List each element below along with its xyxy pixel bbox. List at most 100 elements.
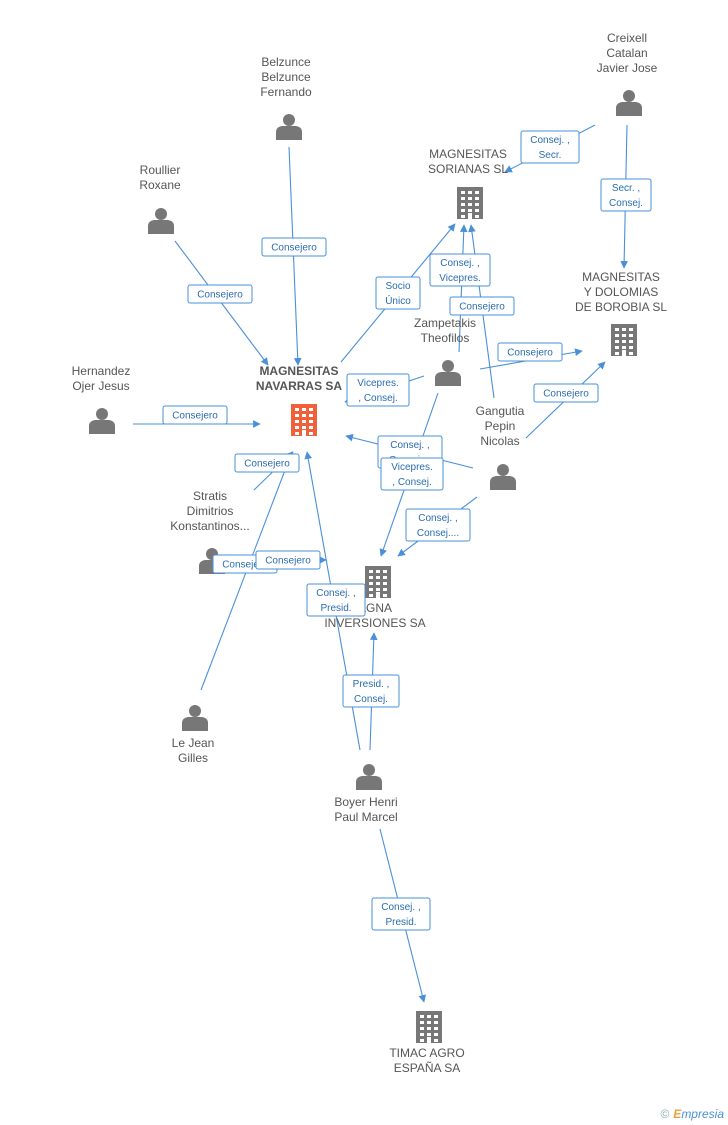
edge-label-text: Consej. , [390,440,429,451]
edge-label-box [405,508,471,542]
edge-label-text: Consej. , [418,513,457,524]
edge-label-box [255,550,321,570]
building-icon [611,324,637,356]
node-label: Fernando [260,85,312,99]
node-label: Pepin [485,419,516,433]
edge-label-box [429,253,491,287]
edge-label-boyer-timac[interactable]: Consej. ,Presid. [371,897,431,931]
edge-label-text: Consej.... [417,528,459,539]
node-label: Creixell [607,31,647,45]
edge-label-text: Vicepres. [357,378,399,389]
edge-label-text: Secr. [539,150,562,161]
edge-label-box [187,284,253,304]
node-label: Zampetakis [414,316,476,330]
edge-label-hernandez-navarras[interactable]: Consejero [162,405,228,425]
edge-label-boyer-navarras[interactable]: Consej. , Presid. [306,583,366,617]
node-label: SORIANAS SL [428,162,508,176]
edge-label-stratis-navarras[interactable]: Consejero [234,453,300,473]
edge-label-boyer-magna[interactable]: Presid. ,Consej. [342,674,400,708]
node-label: Gilles [178,751,208,765]
edge-labels-layer: ConsejeroConsejeroConsejeroConsejeroCons… [162,130,652,931]
node-label: Le Jean [172,736,215,750]
edge-label-box [371,897,431,931]
person-icon [435,360,461,386]
edge-label-box [162,405,228,425]
edge-label-text: , Consej. [358,393,397,404]
edge-label-box [497,342,563,362]
node-label: Dimitrios [187,504,234,518]
empresia-watermark[interactable]: ©Empresia [660,1107,724,1121]
edge-label-gangutia-borobia[interactable]: Consejero [533,383,599,403]
edge-label-zampetakis-navarras[interactable]: Vicepres. , Consej. [346,373,410,407]
node-label: Javier Jose [597,61,658,75]
edge-label-belzunce-navarras[interactable]: Consejero [261,237,327,257]
person-icon [356,764,382,790]
brand-name: mpresia [681,1107,724,1121]
edge-zampetakis-sorianas [458,224,468,353]
edge-label-zampetakis-magna[interactable]: Vicepres., Consej. [380,457,444,491]
edge-label-text: Consejero [271,243,317,254]
edge-label-box [306,583,366,617]
edge-label-text: Consej. , [316,588,355,599]
person-icon [276,114,302,140]
node-label: Boyer Henri [334,795,397,809]
edge-label-creixell-sorianas[interactable]: Consej. ,Secr. [520,130,580,164]
edge-label-text: Consejero [244,459,290,470]
node-label: ESPAÑA SA [394,1061,460,1075]
edge-label-box [375,276,421,310]
edge-label-text: Consejero [197,290,243,301]
node-label: Paul Marcel [334,810,397,824]
node-label: TIMAC AGRO [389,1046,464,1060]
node-label: NAVARRAS SA [256,379,343,393]
node-label: Stratis [193,489,227,503]
edge-label-stratis-magna[interactable]: Consejero [255,550,321,570]
edge-label-box [346,373,410,407]
building-icon [291,404,317,436]
edge-label-text: Consejero [265,556,311,567]
edge-label-box [533,383,599,403]
edge-label-text: Presid. [320,603,351,614]
node-label: Konstantinos... [170,519,249,533]
edge-label-text: Presid. , [353,679,390,690]
edge-label-text: Consej. , [440,258,479,269]
person-icon [182,705,208,731]
edge-label-gangutia-magna[interactable]: Consej. , Consej.... [405,508,471,542]
edge-label-box [600,178,652,212]
edge-label-creixell-borobia[interactable]: Secr. ,Consej. [600,178,652,212]
node-label: INVERSIONES SA [324,616,425,630]
edge-label-text: Consejero [222,560,268,571]
node-label: Belzunce [261,55,311,69]
node-label: Y DOLOMIAS [584,285,658,299]
edge-label-box [342,674,400,708]
edge-label-box [234,453,300,473]
node-label: Roxane [139,178,181,192]
edge-label-text: Consejero [172,411,218,422]
edge-label-zampetakis-borobia[interactable]: Consejero [497,342,563,362]
building-icon [416,1011,442,1043]
node-label: MAGNESITAS [429,147,507,161]
edge-label-box [449,296,515,316]
edge-label-text: Vicepres. [439,273,481,284]
edge-label-text: Consejero [459,302,505,313]
node-label: Ojer Jesus [72,379,129,393]
edge-label-zampetakis-sorianas[interactable]: Consej. , Vicepres. [429,253,491,287]
edge-label-roullier-navarras[interactable]: Consejero [187,284,253,304]
edge-label-gangutia-sorianas[interactable]: Consejero [449,296,515,316]
edge-label-box [380,457,444,491]
copyright-symbol: © [660,1107,670,1121]
